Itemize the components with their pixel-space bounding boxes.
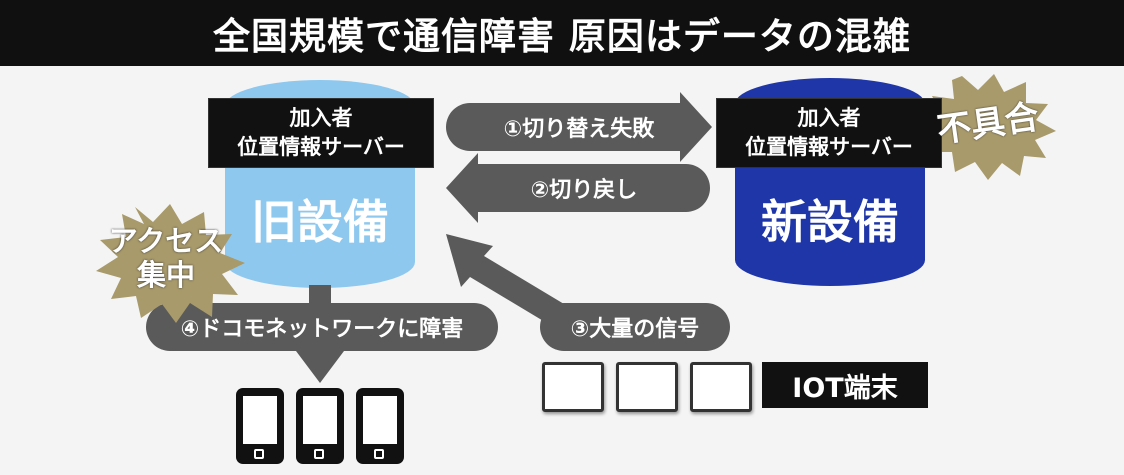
- malfunction-burst: [920, 74, 1056, 180]
- phone-button: [374, 449, 384, 459]
- arrow-step2: [446, 153, 710, 223]
- arrow-step1: [446, 92, 712, 162]
- step4-label: ④ドコモネットワークに障害: [180, 317, 464, 342]
- phone-screen: [243, 396, 277, 444]
- old-server-label: 加入者 位置情報サーバー: [208, 98, 434, 168]
- phone-icon: [356, 388, 404, 464]
- iot-label: IOT端末: [762, 362, 928, 408]
- new-server-label: 加入者 位置情報サーバー: [716, 98, 942, 168]
- iot-device: [542, 362, 604, 412]
- phone-button: [314, 449, 324, 459]
- arrow-step3: [446, 234, 730, 351]
- phone-icon: [296, 388, 344, 464]
- phone-button: [254, 449, 264, 459]
- new-equipment-name: 新設備: [761, 195, 899, 249]
- access-burst-text: アクセス 集中: [86, 224, 246, 292]
- page-title: 全国規模で通信障害 原因はデータの混雑: [213, 15, 911, 58]
- access-burst-line1: アクセス: [108, 224, 224, 258]
- old-server-label-line1: 加入者: [289, 106, 353, 130]
- phone-screen: [363, 396, 397, 444]
- step1-label: ①切り替え失敗: [503, 117, 655, 142]
- old-equipment-name: 旧設備: [251, 195, 389, 249]
- arrow-step4: [146, 285, 498, 383]
- access-burst: [96, 204, 245, 323]
- step3-label: ③大量の信号: [570, 317, 700, 342]
- new-server-label-line2: 位置情報サーバー: [745, 135, 913, 159]
- step2-label: ②切り戻し: [530, 178, 638, 203]
- title-bar: 全国規模で通信障害 原因はデータの混雑: [0, 0, 1124, 66]
- access-burst-line2: 集中: [136, 258, 195, 292]
- iot-device: [616, 362, 678, 412]
- phone-screen: [303, 396, 337, 444]
- new-server-label-line1: 加入者: [797, 106, 861, 130]
- old-server-label-line2: 位置情報サーバー: [237, 135, 405, 159]
- iot-device: [690, 362, 752, 412]
- phone-icon: [236, 388, 284, 464]
